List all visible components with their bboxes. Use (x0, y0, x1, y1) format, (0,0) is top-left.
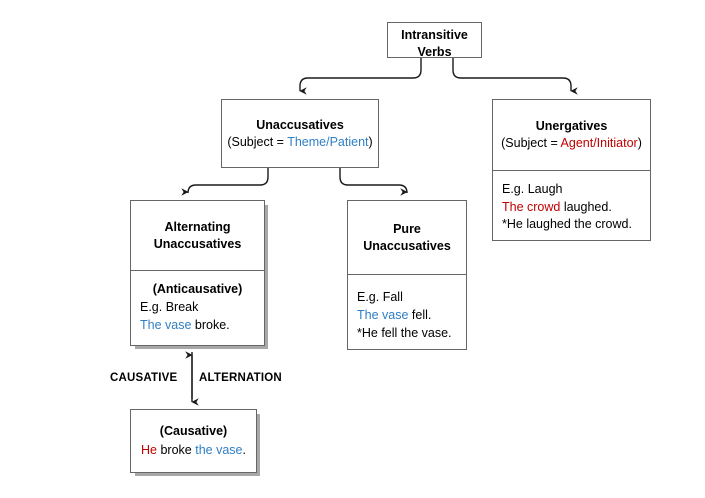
intransitive-verbs-line1: Intransitive (401, 28, 468, 42)
unergatives-subject-suffix: ) (637, 135, 642, 150)
unergatives-example-label: E.g. Laugh (502, 181, 563, 196)
unaccusatives-subject-prefix: (Subject = (227, 134, 288, 149)
causative-period: . (242, 443, 246, 457)
unaccusatives-subject-line: (Subject = Theme/Patient) (227, 134, 372, 151)
unaccusatives-title: Unaccusatives (256, 118, 344, 132)
pure-unaccusatives-grammatical-subject: The vase (357, 307, 409, 322)
unaccusatives-heading: Unaccusatives (Subject = Theme/Patient) (222, 100, 378, 167)
alternating-unaccusatives-grammatical-sentence: The vase broke. (140, 317, 255, 335)
unergatives-grammatical-subject: The crowd (502, 199, 561, 214)
unergatives-examples: E.g. Laugh The crowd laughed. *He laughe… (493, 171, 650, 240)
unergatives-grammatical-rest: laughed. (560, 199, 612, 214)
edge-unaccusatives-to-alternating (181, 168, 269, 196)
alternating-unaccusatives-line2: Unaccusatives (153, 236, 242, 251)
alternating-unaccusatives-example-label: E.g. Break (140, 299, 199, 314)
node-unaccusatives[interactable]: Unaccusatives (Subject = Theme/Patient) (221, 99, 379, 168)
unergatives-title: Unergatives (535, 119, 608, 134)
unergatives-subject-prefix: (Subject = (501, 135, 561, 150)
alternating-unaccusatives-type-label: (Anticausative) (152, 282, 243, 296)
intransitive-verbs-line2: Verbs (417, 44, 452, 59)
unergatives-heading: Unergatives (Subject = Agent/Initiator) (493, 100, 650, 170)
causative-content: (Causative) He broke the vase. (131, 410, 256, 472)
pure-unaccusatives-line1: Pure (393, 222, 421, 236)
unergatives-subject-line: (Subject = Agent/Initiator) (501, 135, 642, 152)
node-pure-unaccusatives[interactable]: Pure Unaccusatives E.g. Fall The vase fe… (347, 200, 467, 350)
unergatives-subject-role: Agent/Initiator (560, 135, 638, 150)
pure-unaccusatives-grammatical-sentence: The vase fell. (357, 307, 457, 325)
causative-type-label: (Causative) (159, 424, 228, 439)
causative-theme: the vase (195, 443, 243, 457)
pure-unaccusatives-grammatical-rest: fell. (408, 307, 432, 322)
pure-unaccusatives-heading: Pure Unaccusatives (348, 201, 466, 274)
alternating-unaccusatives-divider (131, 270, 264, 271)
node-intransitive-verbs[interactable]: Intransitive Verbs (387, 22, 482, 59)
pure-unaccusatives-ungrammatical-sentence: *He fell the vase. (357, 325, 452, 340)
causative-agent: He (141, 443, 157, 457)
unergatives-divider (493, 169, 650, 171)
unaccusatives-subject-suffix: ) (368, 134, 373, 149)
alternating-unaccusatives-examples: (Anticausative) E.g. Break The vase brok… (131, 271, 264, 345)
alternating-unaccusatives-grammatical-rest: broke. (191, 317, 230, 332)
alternation-label-left: CAUSATIVE (110, 372, 178, 384)
alternating-unaccusatives-line1: Alternating (164, 220, 231, 234)
node-causative[interactable]: (Causative) He broke the vase. (130, 409, 257, 473)
alternating-unaccusatives-heading: Alternating Unaccusatives (131, 201, 264, 270)
pure-unaccusatives-example-label: E.g. Fall (357, 290, 403, 304)
pure-unaccusatives-divider (348, 274, 466, 275)
alternation-label-right: ALTERNATION (199, 372, 282, 384)
node-alternating-unaccusatives[interactable]: Alternating Unaccusatives (Anticausative… (130, 200, 265, 346)
pure-unaccusatives-line2: Unaccusatives (363, 238, 451, 253)
alternating-unaccusatives-grammatical-subject: The vase (140, 317, 192, 332)
causative-verb: broke (157, 443, 196, 457)
causative-sentence: He broke the vase. (141, 441, 246, 460)
unergatives-grammatical-sentence: The crowd laughed. (502, 199, 641, 217)
pure-unaccusatives-examples: E.g. Fall The vase fell. *He fell the va… (348, 275, 466, 349)
unaccusatives-subject-role: Theme/Patient (287, 134, 369, 149)
edge-unaccusatives-to-pure (339, 168, 408, 196)
node-unergatives[interactable]: Unergatives (Subject = Agent/Initiator) … (492, 99, 651, 241)
intransitive-verbs-heading: Intransitive Verbs (388, 23, 481, 64)
unergatives-ungrammatical-sentence: *He laughed the crowd. (502, 217, 632, 232)
